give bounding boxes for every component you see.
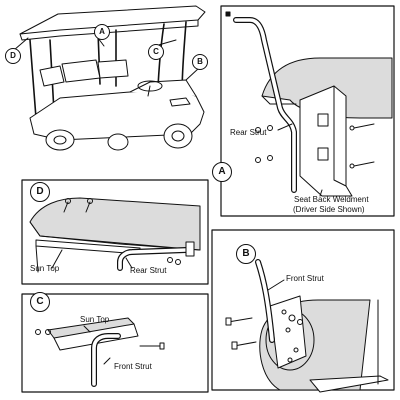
callout-a-panel: A [212,162,232,182]
callout-b-overview: B [192,54,208,70]
callout-b-panel: B [236,244,256,264]
label-front-strut-c: Front Strut [114,362,152,371]
callout-d-overview: D [5,48,21,64]
callout-a-overview: A [94,24,110,40]
panel-a-drawing [225,11,393,197]
callout-d-panel: D [30,182,50,202]
golf-cart-overview [13,5,206,151]
panel-c-frame [21,293,209,393]
panel-b-drawing [225,259,389,393]
label-rear-strut-d: Rear Strut [130,266,167,275]
label-rear-strut-a: Rear Strut [230,128,267,137]
panel-a-frame [220,5,395,217]
callout-c-overview: C [148,44,164,60]
panel-c-drawing [35,317,165,387]
label-sun-top-c: Sun Top [80,315,110,324]
panel-d-frame [21,179,209,285]
label-driver-side-note: (Driver Side Shown) [293,205,365,214]
panel-d-drawing [29,197,201,273]
label-front-strut-b: Front Strut [286,274,324,283]
label-sun-top-d: Sun Top [30,264,60,273]
callout-c-panel: C [30,292,50,312]
label-seat-back-weldment: Seat Back Weldment [294,195,369,204]
